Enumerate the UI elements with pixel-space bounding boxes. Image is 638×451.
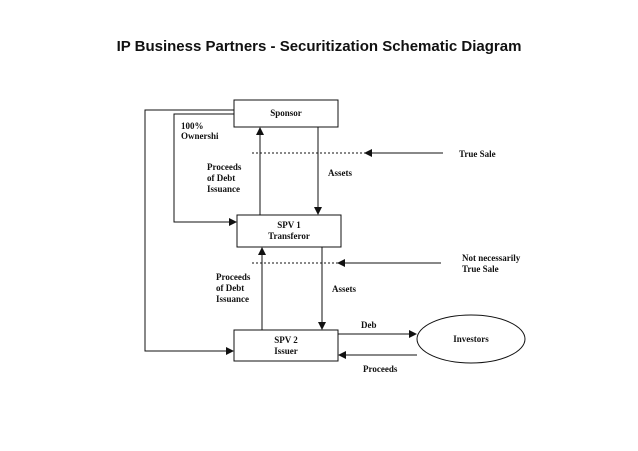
ownership-arrow-spv2: [144, 109, 234, 355]
assets-mid-label: Assets: [332, 284, 356, 294]
proceeds-mid-label-3: Issuance: [216, 294, 249, 304]
page-title: IP Business Partners - Securitization Sc…: [116, 38, 522, 55]
proceeds-top-label-3: Issuance: [207, 184, 240, 194]
proceeds-top-label-2: of Debt: [207, 173, 235, 183]
spv1-label-line1: SPV 1: [277, 220, 301, 230]
spv2-node: SPV 2 Issuer: [233, 329, 339, 362]
ownership-arrow-spv1: [173, 113, 237, 226]
not-true-sale-label-1: Not necessarily: [462, 253, 521, 263]
investors-label: Investors: [453, 334, 489, 344]
ownership-label-2: Ownershi: [181, 131, 219, 141]
proceeds-top-label-1: Proceeds: [207, 162, 242, 172]
spv2-label-line1: SPV 2: [274, 335, 298, 345]
proceeds-mid-label-2: of Debt: [216, 283, 244, 293]
true-sale-label: True Sale: [459, 149, 496, 159]
assets-top-label: Assets: [328, 168, 352, 178]
spv2-label-line2: Issuer: [274, 346, 298, 356]
not-true-sale-label-2: True Sale: [462, 264, 499, 274]
debt-label: Deb: [361, 320, 377, 330]
sponsor-label: Sponsor: [270, 108, 302, 118]
sponsor-node: Sponsor: [233, 99, 339, 128]
spv1-node: SPV 1 Transferor: [236, 214, 342, 248]
ownership-label-1: 100%: [181, 121, 204, 131]
investor-proceeds-label: Proceeds: [363, 364, 398, 374]
investors-node: Investors: [416, 314, 526, 364]
proceeds-mid-label-1: Proceeds: [216, 272, 251, 282]
spv1-label-line2: Transferor: [268, 231, 310, 241]
